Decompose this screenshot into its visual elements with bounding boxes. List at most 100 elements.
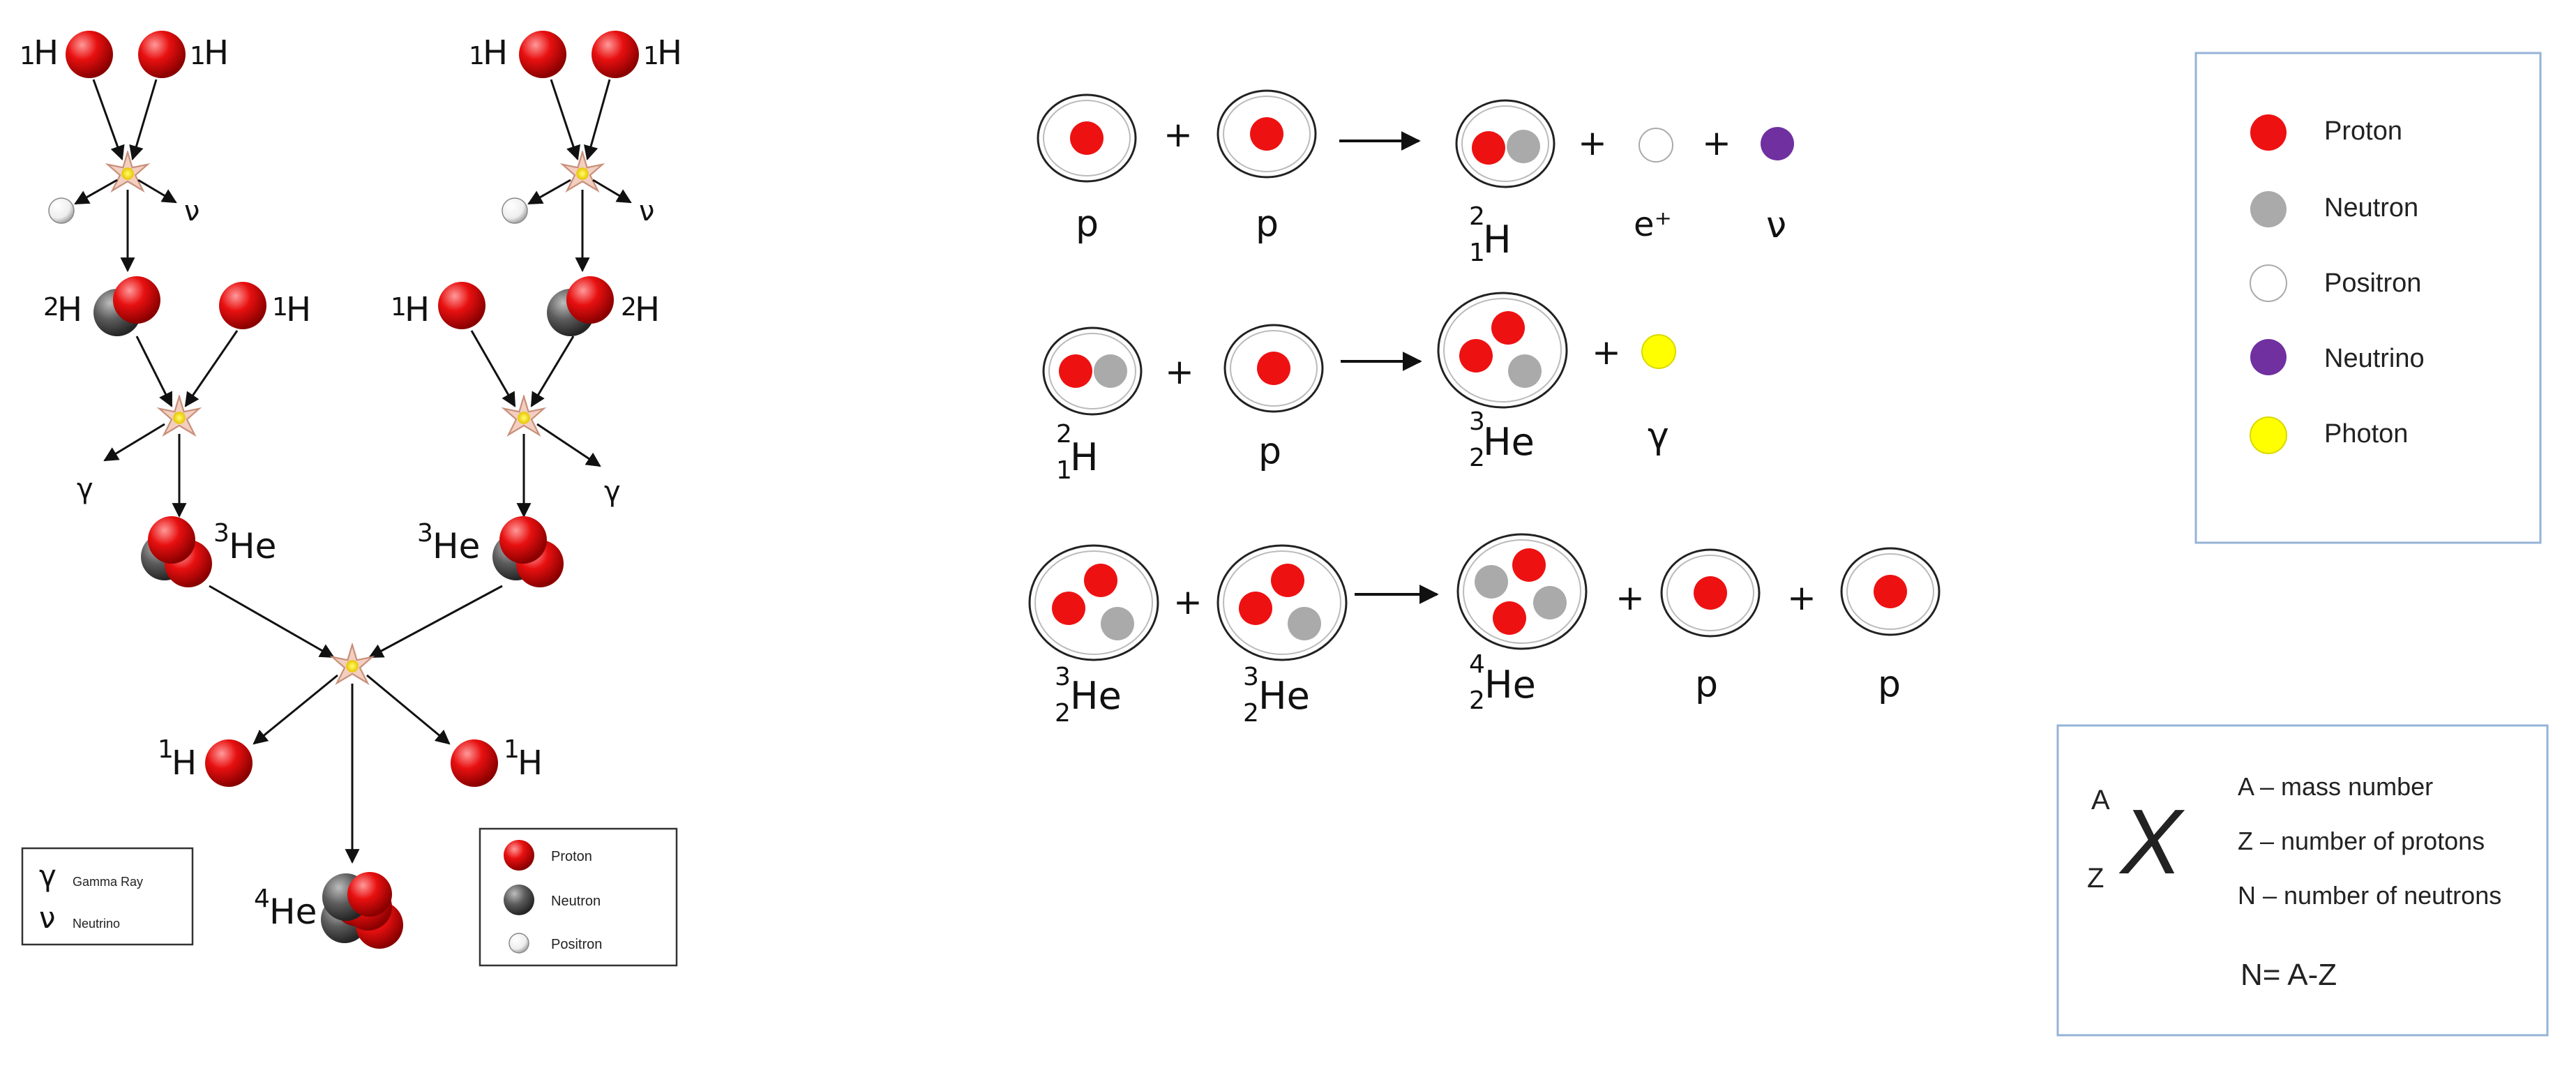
- h2-mass: 2: [621, 293, 637, 322]
- legend-neutrino: Neutrino: [2324, 344, 2425, 373]
- r2-product-atomic: 2: [1469, 444, 1485, 472]
- r2-reactant-mass: 2: [1056, 420, 1072, 449]
- r2-gamma: γ: [1648, 415, 1669, 457]
- he3-symbol: He: [432, 526, 480, 566]
- r3-reactant-b-mass: 3: [1243, 663, 1259, 691]
- neutron-particle: [1288, 607, 1321, 640]
- neutron-particle: [1101, 607, 1134, 640]
- h1-symbol: H: [483, 33, 508, 73]
- r3-reactant-a-mass: 3: [1055, 663, 1071, 691]
- nuclide-notation-box: A Z X A – mass number Z – number of prot…: [2056, 724, 2549, 1037]
- proton-particle: [1084, 564, 1117, 597]
- proton-particle: [1250, 117, 1283, 151]
- proton-particle: [1472, 131, 1505, 165]
- fusion-burst-icon: [107, 151, 149, 192]
- legend-proton-label: Proton: [551, 849, 592, 864]
- plus-sign: +: [1165, 352, 1194, 392]
- symbol-key-box: [21, 847, 194, 946]
- h1-symbol: H: [405, 290, 430, 329]
- legend-positron: Positron: [2324, 269, 2421, 298]
- proton-particle: [592, 31, 639, 78]
- h1-mass: 1: [272, 293, 288, 322]
- h1-mass: 1: [158, 735, 174, 764]
- proton-particle: [1459, 339, 1493, 373]
- r1-product-atomic: 1: [1469, 239, 1485, 267]
- notation-formula: N= A-Z: [2240, 958, 2337, 992]
- reaction-3: 3 2 He + 3 2 He 4 2 He + p: [1028, 533, 1941, 728]
- neutrino-legend-icon: [2250, 339, 2287, 375]
- r3-reactant-a-symbol: He: [1070, 674, 1122, 718]
- neutrino-symbol: ν: [639, 195, 654, 227]
- proton-particle: [219, 282, 266, 329]
- r2-reactant-symbol: H: [1070, 435, 1099, 479]
- h1-mass: 1: [190, 42, 206, 70]
- legend-neutron: Neutron: [2324, 193, 2418, 223]
- h1-mass: 1: [20, 42, 36, 70]
- gamma-key-symbol: γ: [39, 859, 57, 893]
- proton-legend-icon: [2250, 114, 2287, 151]
- neutron-legend-icon: [2250, 191, 2287, 227]
- neutrino-particle: [1761, 127, 1794, 160]
- positron-legend-icon: [2250, 264, 2287, 302]
- neutron-particle: [1507, 130, 1540, 163]
- h1-mass: 1: [643, 42, 659, 70]
- h1-symbol: H: [33, 33, 59, 73]
- neutrino-key-label: Neutrino: [73, 917, 120, 931]
- neutrino-symbol: ν: [184, 195, 199, 227]
- he4-mass: 4: [254, 885, 270, 913]
- notation-proton-number: Z – number of protons: [2238, 827, 2485, 855]
- proton-particle: [347, 872, 392, 917]
- positron-particle: [1639, 128, 1673, 163]
- plus-sign: +: [1702, 123, 1731, 163]
- particle-legend: Proton Neutron Positron Neutrino Photon: [2194, 52, 2542, 544]
- proton-particle: [1491, 311, 1525, 345]
- reaction-equations: p + p 2 1 H + e⁺ + ν 2: [1028, 89, 1941, 728]
- proton-particle: [499, 516, 547, 564]
- proton-particle: [1874, 575, 1907, 608]
- proton-particle: [1052, 592, 1085, 625]
- he3-symbol: He: [229, 526, 276, 566]
- pp-chain: 1 H 1 H ν 1 H 1 H ν 2 H 1 H: [20, 31, 682, 967]
- h1-symbol: H: [657, 33, 682, 73]
- plus-sign: +: [1578, 123, 1607, 163]
- r1-reactant-a: p: [1076, 203, 1099, 245]
- r3-product-symbol: He: [1484, 663, 1536, 707]
- fusion-burst-icon: [158, 396, 200, 436]
- notation-Z: Z: [2087, 863, 2104, 894]
- positron-particle: [502, 197, 528, 224]
- r3-reactant-b-atomic: 2: [1243, 699, 1259, 728]
- gamma-symbol: γ: [77, 473, 93, 505]
- he4-symbol: He: [269, 892, 317, 932]
- r1-reactant-b: p: [1256, 203, 1279, 245]
- proton-particle: [519, 31, 566, 78]
- proton-particle: [138, 31, 186, 78]
- h2-mass: 2: [43, 293, 59, 322]
- proton-particle: [66, 31, 113, 78]
- h2-symbol: H: [635, 290, 660, 329]
- notation-X: X: [2118, 790, 2185, 893]
- neutron-particle: [1533, 586, 1567, 619]
- h1-symbol: H: [172, 744, 197, 783]
- plus-sign: +: [1173, 582, 1203, 622]
- h1-mass: 1: [469, 42, 485, 70]
- gamma-key-label: Gamma Ray: [73, 875, 143, 889]
- notation-neutron-number: N – number of neutrons: [2238, 881, 2501, 910]
- plus-sign: +: [1592, 332, 1621, 373]
- legend-photon: Photon: [2324, 419, 2408, 449]
- proton-particle: [1257, 352, 1290, 385]
- neutron-particle: [1508, 354, 1542, 388]
- positron-particle: [48, 197, 75, 224]
- he3-mass: 3: [213, 519, 229, 548]
- proton-particle: [1070, 121, 1104, 155]
- r1-product-mass: 2: [1469, 202, 1485, 231]
- r3-product-mass: 4: [1469, 650, 1485, 679]
- notation-A: A: [2091, 785, 2110, 815]
- r2-product-mass: 3: [1469, 407, 1485, 436]
- photon-particle: [1641, 334, 1676, 369]
- legend-neutron-label: Neutron: [551, 894, 601, 909]
- plus-sign: +: [1163, 114, 1193, 155]
- h1-symbol: H: [518, 744, 543, 783]
- proton-particle: [205, 739, 253, 787]
- photon-legend-icon: [2250, 416, 2287, 454]
- r3-reactant-b-symbol: He: [1258, 674, 1310, 718]
